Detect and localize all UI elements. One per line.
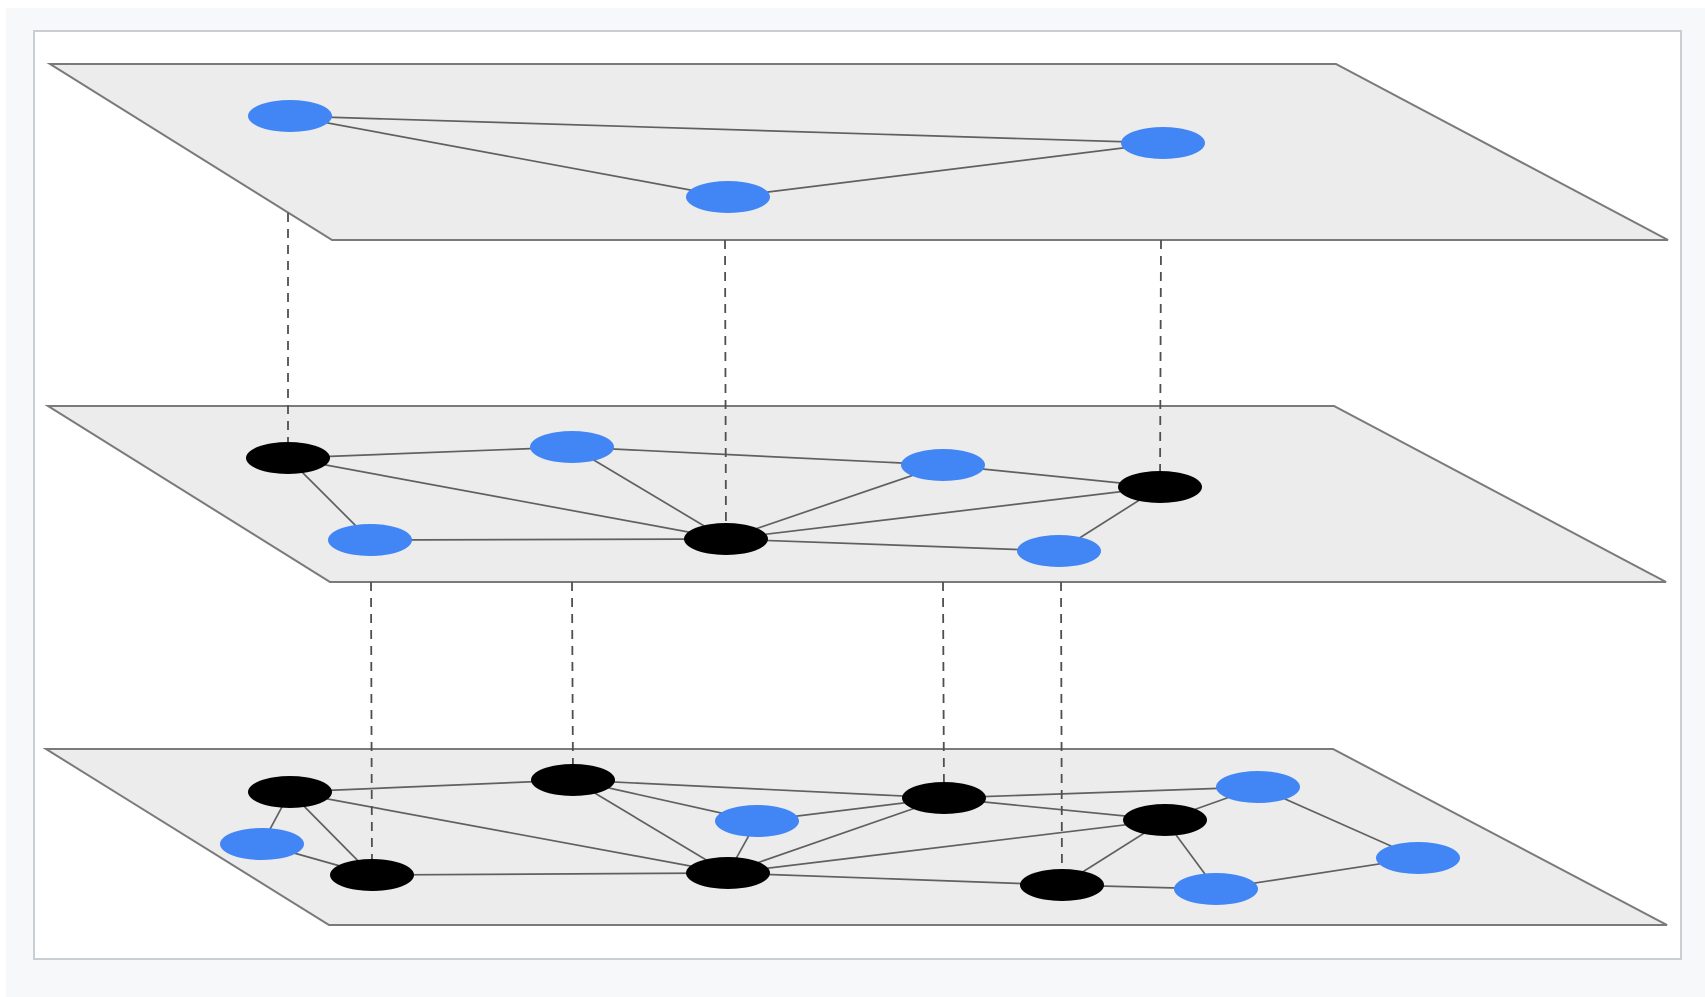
edge-B1-B5	[287, 457, 727, 540]
network-node-C11	[1174, 873, 1258, 905]
network-node-B6	[1118, 471, 1202, 503]
edge-B5-B7	[725, 538, 1060, 552]
edge-B5-B6	[725, 486, 1161, 540]
top-layer-plane	[46, 63, 1669, 241]
network-node-C5	[715, 805, 799, 837]
edge-C1-C6	[289, 791, 729, 874]
network-node-B2	[530, 431, 614, 463]
interlayer-link-B2-C4	[571, 581, 574, 781]
edge-C6-C8	[727, 872, 1063, 886]
edge-A1-A2	[289, 115, 729, 198]
network-node-C10	[1216, 771, 1300, 803]
edge-B2-B4	[571, 446, 944, 466]
network-node-C12	[1376, 842, 1460, 874]
edge-C7-C10	[943, 786, 1259, 799]
network-node-A3	[1121, 127, 1205, 159]
edge-C4-C7	[572, 779, 945, 799]
network-node-B7	[1017, 535, 1101, 567]
network-node-C3	[330, 859, 414, 891]
edge-C1-C4	[289, 779, 574, 793]
interlayer-link-B4-C7	[942, 581, 945, 799]
network-node-C6	[686, 857, 770, 889]
network-node-C7	[902, 782, 986, 814]
network-node-C9	[1123, 804, 1207, 836]
edge-C4-C6	[572, 779, 729, 874]
edge-A1-A3	[289, 115, 1164, 144]
network-node-C1	[248, 776, 332, 808]
network-node-A2	[686, 181, 770, 213]
interlayer-link-A3-B6	[1159, 239, 1162, 488]
network-node-C8	[1020, 869, 1104, 901]
network-node-C4	[531, 764, 615, 796]
network-node-A1	[248, 100, 332, 132]
interlayer-link-B7-C8	[1060, 581, 1063, 886]
edge-B2-B5	[571, 446, 727, 540]
edge-B1-B2	[287, 446, 573, 459]
interlayer-link-A2-B5	[724, 239, 727, 540]
edge-B4-B5	[725, 464, 944, 540]
network-node-B3	[328, 524, 412, 556]
edge-C6-C7	[727, 797, 945, 874]
edge-C3-C6	[371, 872, 729, 876]
edge-B3-B5	[369, 538, 727, 541]
network-node-B1	[246, 442, 330, 474]
edge-A2-A3	[727, 142, 1164, 198]
network-node-C2	[220, 828, 304, 860]
network-node-B4	[901, 449, 985, 481]
network-node-B5	[684, 523, 768, 555]
edge-C6-C9	[727, 819, 1166, 874]
interlayer-link-B3-C3	[370, 581, 373, 876]
